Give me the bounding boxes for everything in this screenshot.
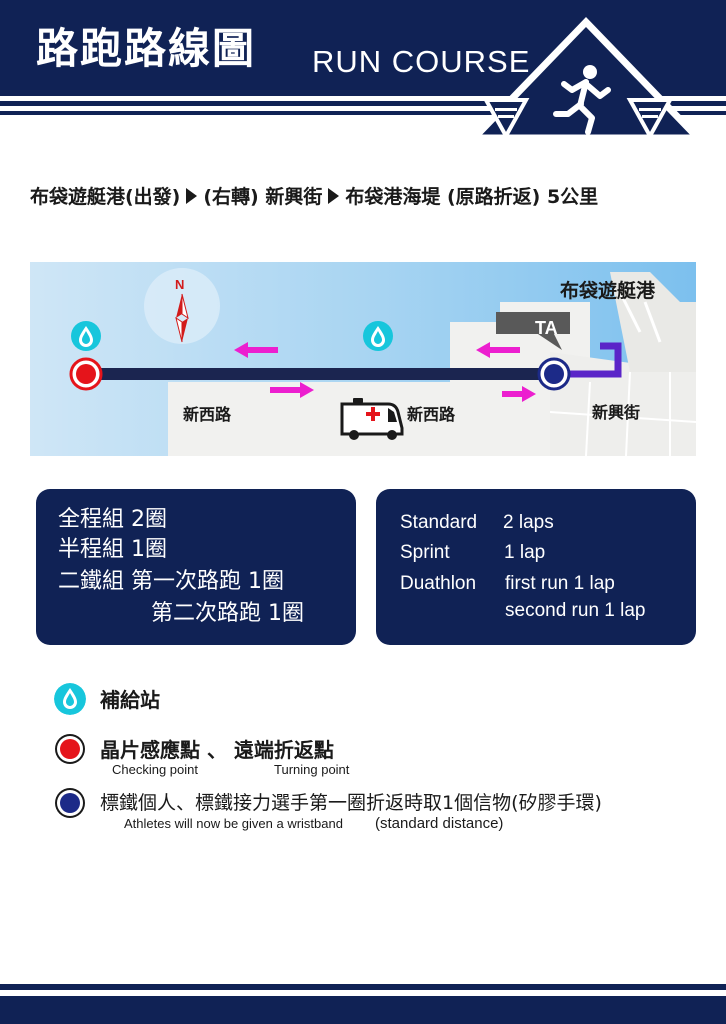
legend-wristband-en-b: (standard distance) <box>375 815 504 832</box>
legend-wristband-en-a: Athletes will now be given a wristband <box>124 816 343 831</box>
division-duathlon-first-zh: 二鐵組 第一次路跑 1圈 <box>58 569 284 594</box>
north-label: N <box>175 277 185 292</box>
footer-line-2 <box>0 996 726 1024</box>
division-duathlon-en: Duathlon <box>400 573 477 594</box>
division-duathlon-first-en: first run 1 lap <box>505 573 615 594</box>
route-description: 布袋遊艇港(出發) (右轉) 新興街布袋港海堤 (原路折返) 5公里 <box>30 183 710 211</box>
legend-checkpoint-en: Checking point <box>112 762 198 777</box>
division-duathlon-second-en: second run 1 lap <box>505 600 646 621</box>
header-stripe-1 <box>0 101 726 106</box>
harbor-name-label: 布袋遊艇港 <box>560 280 656 302</box>
checkpoint-red-icon <box>55 734 85 764</box>
divisions-box-en: Standard 2 laps Sprint 1 lap Duathlon fi… <box>376 489 696 645</box>
ambulance-icon <box>340 398 404 440</box>
legend-wristband: 標鐵個人、標鐵接力選手第一圈折返時取1個信物(矽膠手環) <box>100 792 602 814</box>
header-stripe-2 <box>0 111 726 115</box>
route-end: 布袋港海堤 (原路折返) 5公里 <box>345 186 599 208</box>
division-standard-en: Standard <box>400 512 478 533</box>
division-sprint-en: Sprint <box>400 542 450 563</box>
division-duathlon-second-zh: 第二次路跑 1圈 <box>151 601 304 626</box>
route-arrow-icon <box>186 188 198 204</box>
route-start: 布袋遊艇港(出發) <box>30 186 181 208</box>
compass-north-icon <box>175 293 189 343</box>
legend-water-station: 補給站 <box>100 688 160 712</box>
route-turn: (右轉) 新興街 <box>203 186 323 208</box>
water-drop-icon <box>71 321 101 351</box>
division-standard-laps-en: 2 laps <box>503 512 554 533</box>
road-label-east: 新興街 <box>592 403 641 422</box>
course-map: N 布袋遊艇港 TA 新西路 新西路 新興街 <box>30 262 696 456</box>
footer-line-1 <box>0 984 726 990</box>
road-label-west-2: 新西路 <box>407 405 456 424</box>
legend-turning-en: Turning point <box>274 762 350 777</box>
direction-arrow-icon <box>270 382 536 402</box>
route-arrow-icon <box>328 188 340 204</box>
page-title-en: RUN COURSE <box>312 44 531 79</box>
checkpoint-red-icon <box>69 357 103 391</box>
direction-arrow-icon <box>234 342 520 358</box>
turning-point-blue-icon <box>55 788 85 818</box>
divisions-box-zh: 全程組 2圈 半程組 1圈 二鐵組 第一次路跑 1圈 第二次路跑 1圈 <box>36 489 356 645</box>
turning-point-blue-icon <box>537 357 571 391</box>
water-drop-icon <box>54 683 86 715</box>
legend-checkpoint: 晶片感應點 、 遠端折返點 <box>100 738 334 762</box>
road-label-west-1: 新西路 <box>183 405 232 424</box>
division-standard-zh: 全程組 2圈 <box>58 507 167 532</box>
division-sprint-zh: 半程組 1圈 <box>58 537 167 562</box>
page-title-zh: 路跑路線圖 <box>36 24 257 73</box>
running-person-icon <box>468 16 707 142</box>
division-sprint-laps-en: 1 lap <box>504 542 546 563</box>
water-drop-icon <box>363 321 393 351</box>
transition-area-label: TA <box>535 318 558 338</box>
